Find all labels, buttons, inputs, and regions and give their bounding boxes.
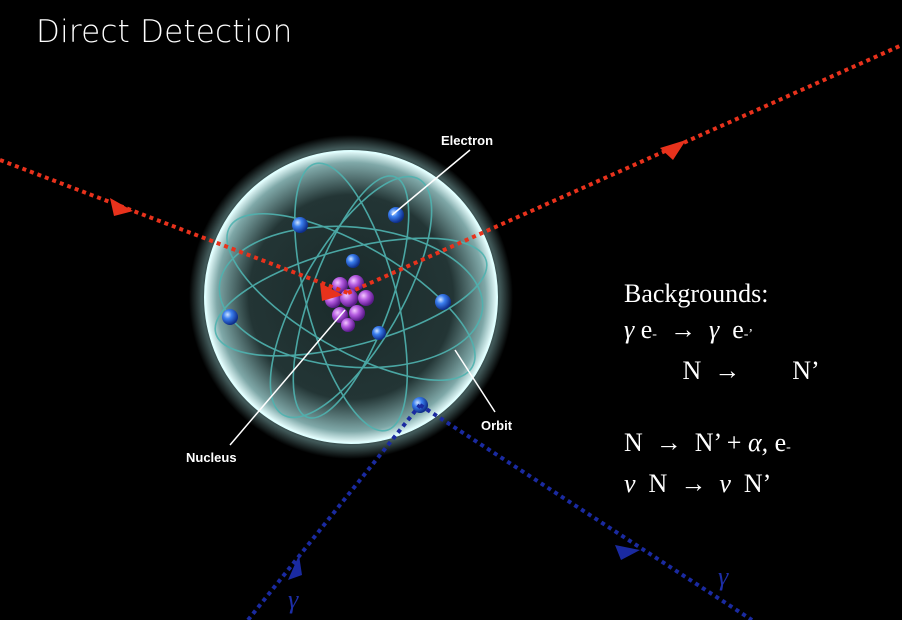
wimp-arrow-near bbox=[320, 283, 343, 301]
electron bbox=[372, 326, 386, 340]
electron bbox=[388, 207, 404, 223]
gamma-track bbox=[246, 403, 754, 620]
orbits bbox=[214, 162, 488, 432]
backgrounds-heading: Backgrounds: bbox=[624, 279, 769, 308]
background-line-3: N → N’ + α, e- bbox=[624, 428, 791, 457]
electrons bbox=[222, 207, 451, 413]
gamma-label-incoming: γ bbox=[288, 585, 299, 614]
nucleus-label: Nucleus bbox=[186, 450, 237, 465]
gamma-arrow-out bbox=[615, 545, 640, 560]
slide-title: Direct Detection bbox=[36, 14, 293, 50]
electron-label: Electron bbox=[441, 133, 493, 148]
gamma-arrow-in bbox=[288, 555, 302, 580]
orbit-label: Orbit bbox=[481, 418, 513, 433]
wimp-track bbox=[0, 43, 902, 295]
electron bbox=[346, 254, 360, 268]
wimp-arrow-in bbox=[110, 198, 133, 216]
backgrounds-list: Backgrounds: γ e- → γ e-’ N → N’ N → N’ … bbox=[624, 276, 820, 502]
background-line-4: ν N → ν N’ bbox=[624, 469, 772, 498]
wimp-arrow-out bbox=[660, 140, 686, 160]
pointer-lines bbox=[229, 149, 496, 446]
electron bbox=[222, 309, 238, 325]
background-line-1: γ e- → γ e-’ bbox=[624, 315, 754, 344]
electron bbox=[435, 294, 451, 310]
electron bbox=[292, 217, 308, 233]
background-line-2: N → N’ bbox=[682, 356, 820, 385]
gamma-label-outgoing: γ bbox=[718, 562, 729, 591]
